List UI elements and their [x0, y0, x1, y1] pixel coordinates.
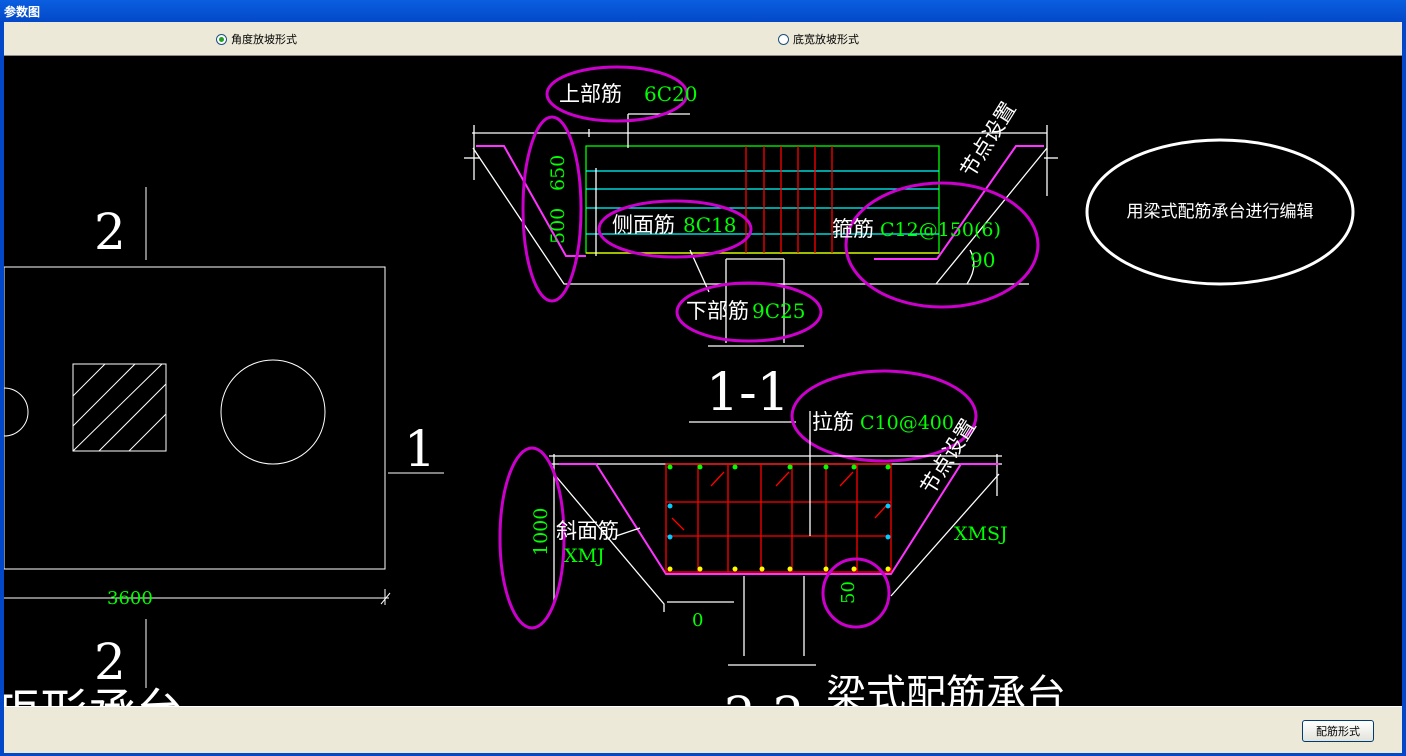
parameter-drawing-canvas: 2 2 1 3600 矩形承台	[4, 56, 1402, 706]
side-bar-highlight	[597, 199, 753, 259]
stirrup-label: 箍筋	[832, 217, 874, 241]
height-1000-highlight	[498, 446, 566, 630]
title-bar: 参数图	[0, 0, 1406, 22]
slope-bar-label: 斜面筋	[556, 519, 619, 543]
edit-note: 用梁式配筋承台进行编辑	[1127, 202, 1314, 222]
section-mark-1: 1	[404, 420, 436, 478]
plan-view	[4, 187, 444, 688]
dim-500: 500	[547, 208, 569, 244]
radio-unchecked-icon[interactable]	[778, 33, 789, 45]
section-mark-2-top: 2	[94, 203, 126, 261]
dim-50: 50	[838, 581, 859, 604]
window-frame-bottom	[0, 752, 1406, 756]
side-bar-label: 侧面筋	[612, 213, 675, 237]
bottom-width-slope-label: 底宽放坡形式	[793, 33, 859, 46]
angle-slope-radio[interactable]: 角度放坡形式	[216, 31, 297, 47]
tie-bar-highlight	[790, 369, 978, 463]
stirrup-value: C12@150(6)	[880, 219, 1001, 241]
section-2-2-drawing	[549, 411, 1002, 666]
beam-cap-title: 梁式配筋承台	[826, 672, 1066, 706]
rebar-dots	[667, 464, 891, 572]
dim-650: 650	[547, 155, 569, 191]
lower-bar-value: 9C25	[752, 299, 805, 323]
parameter-drawing: 2 2 1 3600 矩形承台	[4, 65, 1355, 706]
window-frame-left	[0, 22, 4, 756]
section-mark-2-bottom: 2	[94, 633, 126, 691]
upper-bar-highlight	[545, 65, 689, 123]
dim-3600: 3600	[107, 588, 153, 609]
section-1-1-drawing	[464, 113, 1058, 423]
dim-90: 90	[970, 248, 995, 272]
upper-bar-value: 6C20	[644, 82, 697, 106]
window-frame-right	[1402, 22, 1406, 756]
xmsj-label: XMSJ	[954, 523, 1008, 545]
dim-1000: 1000	[530, 508, 552, 556]
bottom-width-slope-radio[interactable]: 底宽放坡形式	[778, 31, 859, 47]
lower-bar-highlight	[675, 281, 823, 343]
rebar-form-button[interactable]: 配筋形式	[1302, 720, 1374, 742]
dim-0: 0	[692, 610, 703, 631]
stirrup-highlight	[844, 181, 1040, 309]
tie-bar-value: C10@400	[860, 412, 954, 434]
bottom-bar: 配筋形式	[4, 706, 1402, 753]
radio-checked-icon[interactable]	[216, 33, 227, 45]
cover-50-highlight	[821, 557, 891, 629]
section-title-2-2: 2-2	[724, 686, 805, 706]
height-dim-highlight	[521, 115, 583, 303]
lower-bar-label: 下部筋	[686, 299, 749, 323]
xmj-label: XMJ	[564, 545, 605, 567]
node-setting-label-1: 节点设置	[956, 98, 1021, 182]
edit-note-ellipse	[1085, 138, 1355, 286]
side-bar-value: 8C18	[683, 213, 736, 237]
section-title-1-1: 1-1	[706, 363, 790, 423]
upper-bar-label: 上部筋	[559, 82, 622, 106]
window-title: 参数图	[4, 5, 41, 19]
tie-bar-label: 拉筋	[812, 410, 854, 434]
angle-slope-label: 角度放坡形式	[231, 33, 297, 46]
partial-title: 矩形承台	[4, 684, 184, 706]
slope-option-bar: 角度放坡形式 底宽放坡形式	[4, 22, 1402, 56]
